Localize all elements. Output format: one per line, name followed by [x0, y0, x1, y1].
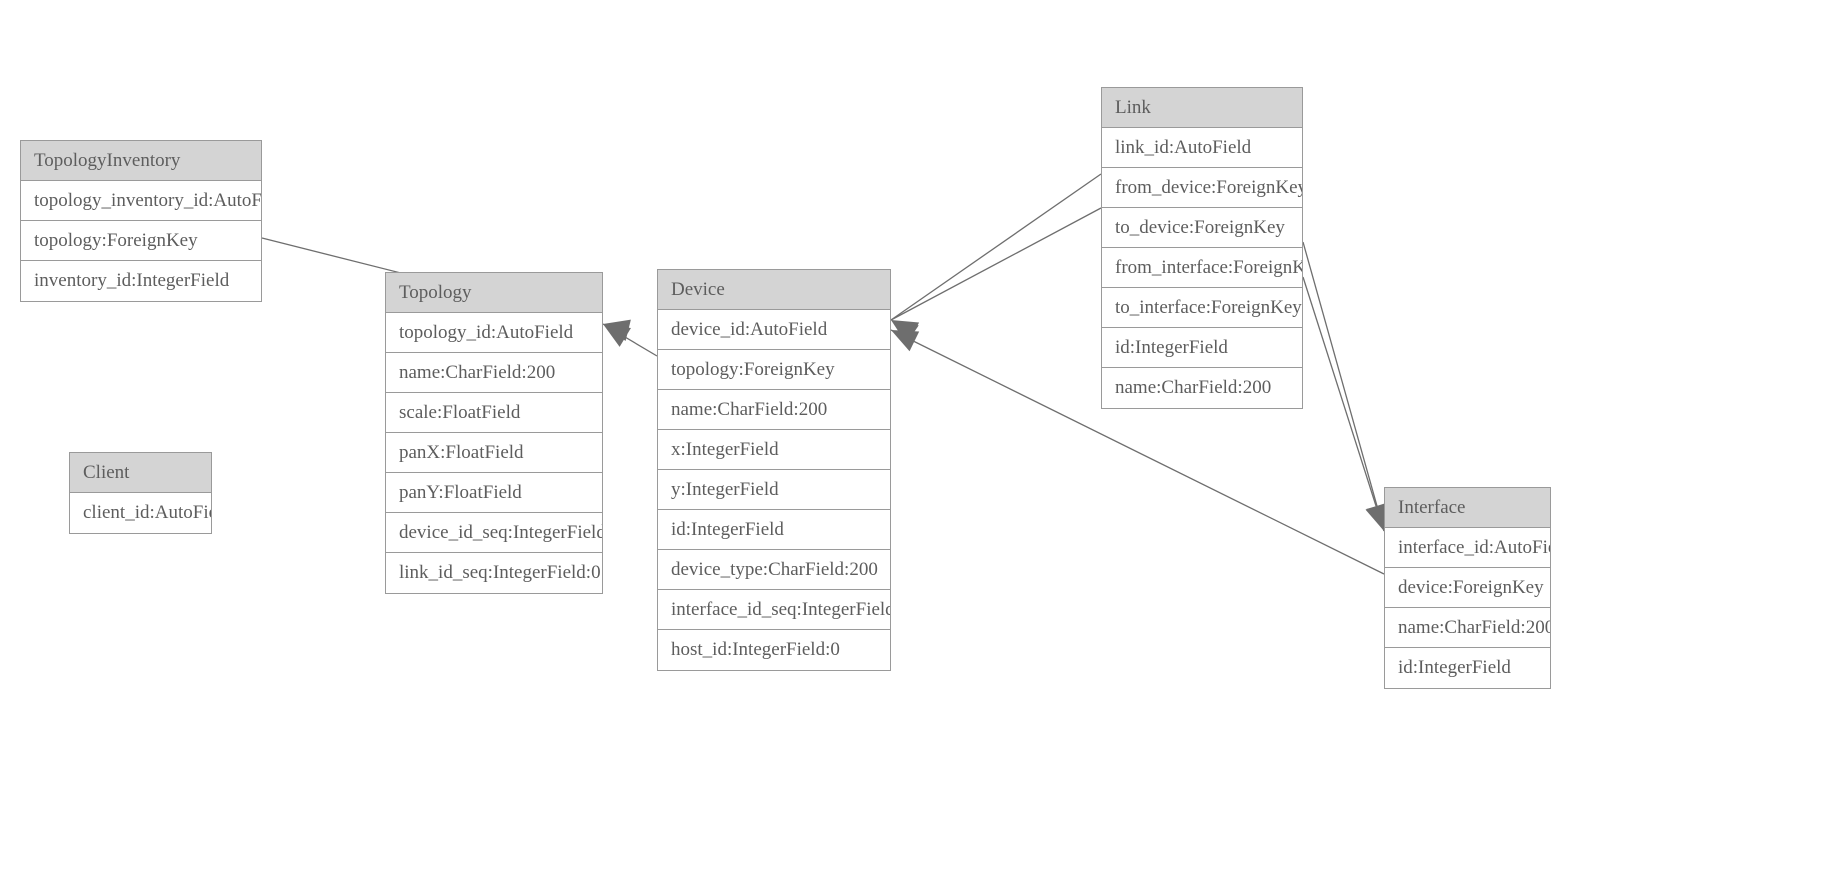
relationship-link-to_device-to-device	[890, 207, 1102, 342]
relationship-link-from_device-to-device	[890, 173, 1102, 344]
entity-field: link_id_seq:IntegerField:0	[386, 553, 602, 593]
entity-field: from_interface:ForeignKey	[1102, 248, 1302, 288]
entity-title-client: Client	[70, 453, 211, 493]
entity-field: from_device:ForeignKey	[1102, 168, 1302, 208]
entity-field: to_interface:ForeignKey	[1102, 288, 1302, 328]
entity-field: topology_inventory_id:AutoField	[21, 181, 261, 221]
entity-title-topology: Topology	[386, 273, 602, 313]
entity-field: id:IntegerField	[658, 510, 890, 550]
entity-field: device_id:AutoField	[658, 310, 890, 350]
relationship-link-from_interface-to-interface	[1302, 241, 1388, 532]
relationship-link-to_interface-to-interface	[1302, 276, 1387, 532]
entity-field: inventory_id:IntegerField	[21, 261, 261, 301]
entity-field: link_id:AutoField	[1102, 128, 1302, 168]
entity-field: id:IntegerField	[1102, 328, 1302, 368]
entity-field: name:CharField:200	[1102, 368, 1302, 408]
entity-field: panY:FloatField	[386, 473, 602, 513]
entity-field: name:CharField:200	[386, 353, 602, 393]
entity-field: interface_id_seq:IntegerField:0	[658, 590, 890, 630]
entity-field: to_device:ForeignKey	[1102, 208, 1302, 248]
relationship-device-to-topology	[602, 323, 658, 357]
entity-field: interface_id:AutoField	[1385, 528, 1550, 568]
entity-field: device_id_seq:IntegerField:0	[386, 513, 602, 553]
entity-title-topology_inventory: TopologyInventory	[21, 141, 261, 181]
arrowhead-icon	[603, 319, 631, 341]
entity-field: name:CharField:200	[1385, 608, 1550, 648]
entity-interface[interactable]: Interfaceinterface_id:AutoFielddevice:Fo…	[1384, 487, 1551, 689]
entity-field: device_type:CharField:200	[658, 550, 890, 590]
entity-field: host_id:IntegerField:0	[658, 630, 890, 670]
entity-title-interface: Interface	[1385, 488, 1550, 528]
entity-field: topology_id:AutoField	[386, 313, 602, 353]
entity-title-link: Link	[1102, 88, 1302, 128]
entity-field: id:IntegerField	[1385, 648, 1550, 688]
entity-field: device:ForeignKey	[1385, 568, 1550, 608]
entity-field: name:CharField:200	[658, 390, 890, 430]
entity-field: y:IntegerField	[658, 470, 890, 510]
entity-title-device: Device	[658, 270, 890, 310]
entity-field: client_id:AutoField	[70, 493, 211, 533]
arrowhead-icon	[891, 330, 920, 352]
entity-field: scale:FloatField	[386, 393, 602, 433]
entity-field: panX:FloatField	[386, 433, 602, 473]
entity-field: topology:ForeignKey	[658, 350, 890, 390]
entity-field: topology:ForeignKey	[21, 221, 261, 261]
entity-field: x:IntegerField	[658, 430, 890, 470]
